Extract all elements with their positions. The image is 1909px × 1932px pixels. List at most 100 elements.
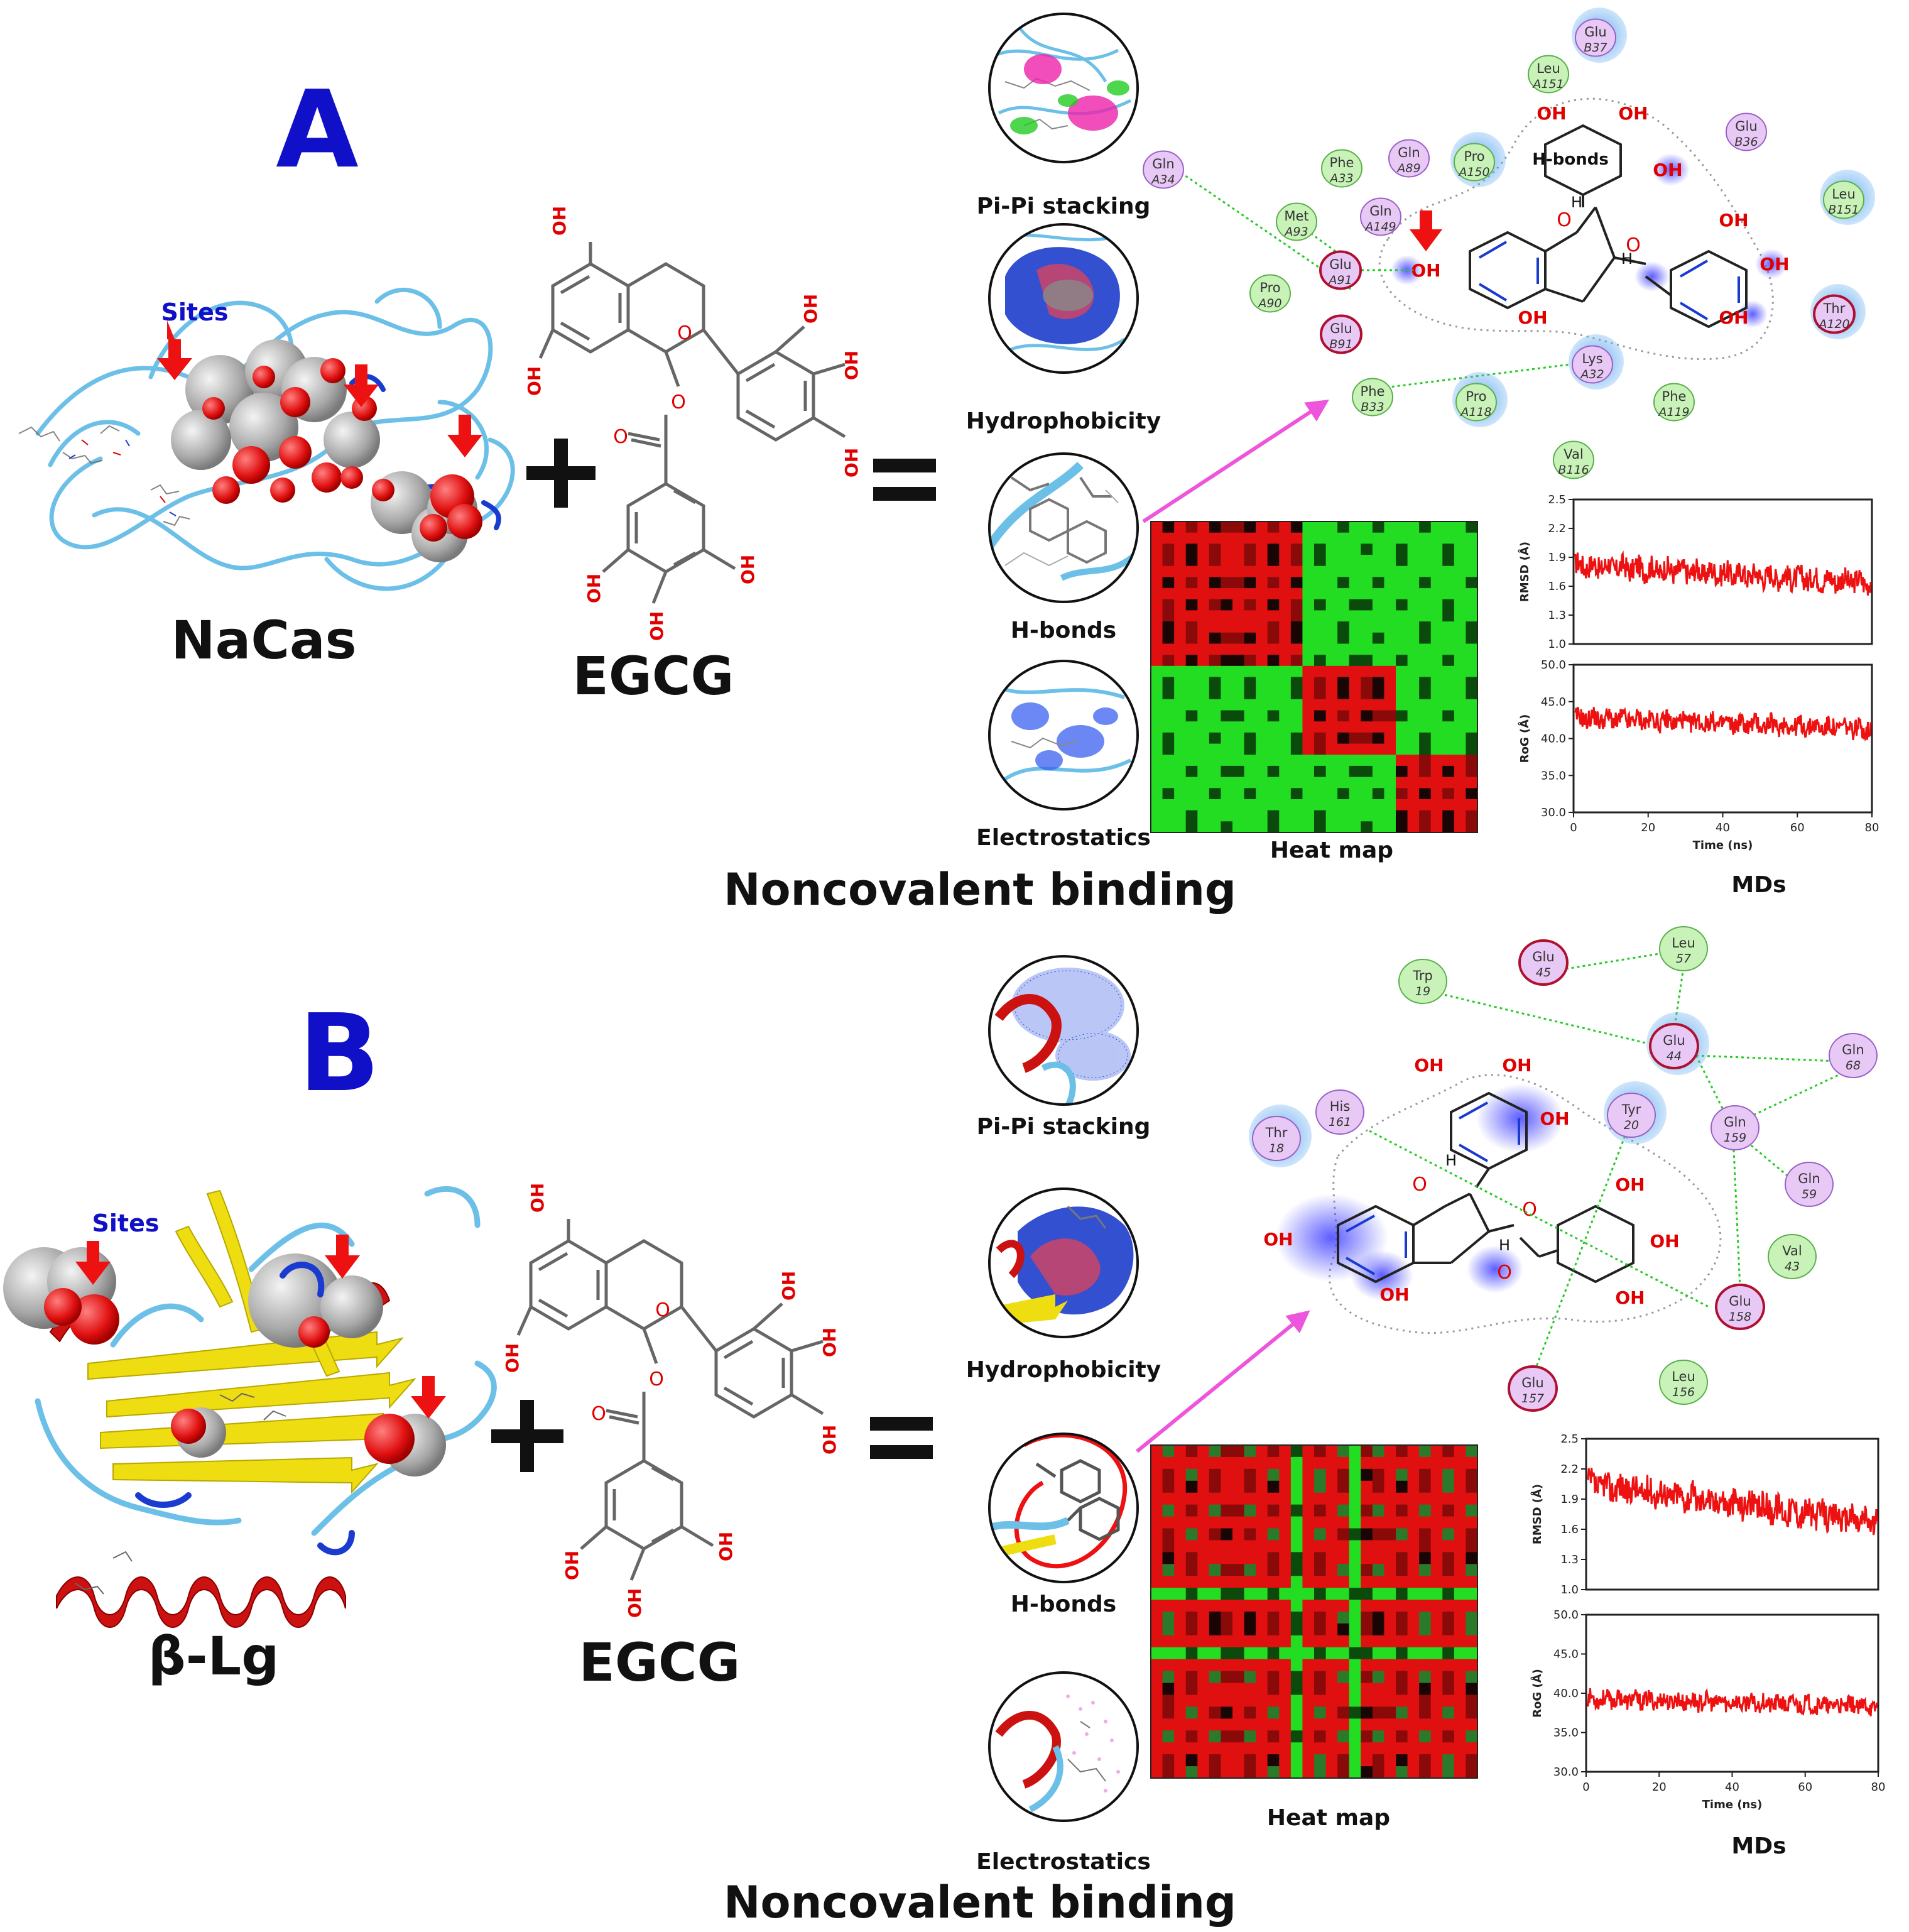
heatmap-label-b: Heat map <box>1267 1805 1390 1831</box>
residue-number: 57 <box>1676 952 1691 966</box>
y-tick-label: 50.0 <box>1553 1608 1579 1622</box>
residue-number: B33 <box>1361 400 1384 414</box>
residue-number: A93 <box>1283 225 1308 239</box>
panel-letter-a: A <box>276 68 359 192</box>
svg-text:OH: OH <box>1379 1284 1409 1305</box>
svg-text:OH: OH <box>715 1532 736 1561</box>
residue-name: Pro <box>1259 280 1280 295</box>
residue-name: Gln <box>1398 145 1420 160</box>
svg-text:H: H <box>1621 250 1633 268</box>
md-label-b: MDs <box>1731 1833 1786 1859</box>
sites-label-b: Sites <box>92 1209 160 1237</box>
residue-name: Val <box>1564 447 1583 462</box>
egcg-atoms-a: O O O OH OH OH OH OH OH OH OH <box>524 206 862 641</box>
noncovalent-title-a: Noncovalent binding <box>724 864 1236 915</box>
svg-text:OH: OH <box>841 351 862 380</box>
x-tick-label: 80 <box>1871 1781 1886 1794</box>
x-tick-label: 0 <box>1582 1781 1589 1794</box>
svg-text:OH: OH <box>1615 1174 1645 1195</box>
heatmap-a <box>1150 521 1478 833</box>
egcg-structure-b <box>516 1219 824 1581</box>
residue-name: Gln <box>1152 156 1174 172</box>
residue-name: Gln <box>1798 1171 1820 1186</box>
x-tick-label: 80 <box>1865 821 1879 834</box>
site-arrows-a <box>157 320 482 457</box>
svg-text:OH: OH <box>1615 1287 1645 1308</box>
residue-name: Glu <box>1663 1033 1685 1048</box>
y-tick-label: 2.5 <box>1548 493 1566 506</box>
residue-name: Glu <box>1329 257 1351 272</box>
interaction-label-pipi-b: Pi-Pi stacking <box>977 1114 1151 1140</box>
y-tick-label: 35.0 <box>1553 1727 1579 1740</box>
y-tick-label: 1.3 <box>1560 1553 1579 1566</box>
svg-text:OH: OH <box>502 1343 523 1373</box>
svg-text:OH: OH <box>1414 1055 1444 1076</box>
residue-name: Glu <box>1729 1294 1751 1309</box>
svg-text:OH: OH <box>819 1328 840 1357</box>
interaction-hydrophobicity-b <box>988 1187 1139 1338</box>
egcg-structure-a <box>538 242 846 604</box>
residue-number: 156 <box>1672 1385 1695 1399</box>
svg-text:OH: OH <box>1540 1108 1569 1129</box>
svg-text:O: O <box>1626 234 1641 256</box>
residue-number: A120 <box>1817 317 1849 331</box>
svg-text:O: O <box>1412 1174 1427 1196</box>
interaction-label-hydrophobicity-b: Hydrophobicity <box>966 1357 1161 1383</box>
noncovalent-title-b: Noncovalent binding <box>724 1877 1236 1928</box>
y-axis-label: RMSD (Å) <box>1517 542 1531 602</box>
protein-label-b: β-Lg <box>148 1625 280 1687</box>
interaction-label-electrostatics-b: Electrostatics <box>976 1849 1151 1875</box>
residue-number: 59 <box>1802 1187 1817 1201</box>
protein-label-a: NaCas <box>171 609 356 671</box>
y-tick-label: 50.0 <box>1541 658 1566 672</box>
residue-number: A119 <box>1657 405 1689 419</box>
svg-text:OH: OH <box>819 1425 840 1454</box>
plus-sign-a <box>526 439 596 508</box>
interaction-hbonds-a <box>988 452 1139 603</box>
md-trace <box>1574 550 1872 596</box>
y-tick-label: 1.0 <box>1560 1583 1579 1596</box>
panel-b: B <box>3 926 1886 1928</box>
y-tick-label: 40.0 <box>1553 1687 1579 1700</box>
residue-number: B151 <box>1828 203 1859 217</box>
x-tick-label: 0 <box>1570 821 1577 834</box>
link-arrow-a <box>1142 400 1330 523</box>
residue-number: A89 <box>1396 161 1420 175</box>
residue-number: 161 <box>1329 1115 1351 1129</box>
md-trace <box>1586 1688 1878 1716</box>
egcg-atoms-b: O O O OH OH OH OH OH OH OH OH <box>502 1183 840 1618</box>
residue-name: Lys <box>1582 351 1602 366</box>
svg-text:O: O <box>613 426 628 448</box>
y-tick-label: 30.0 <box>1541 806 1566 819</box>
svg-text:O: O <box>649 1368 664 1390</box>
residue-number: 44 <box>1667 1049 1682 1063</box>
x-tick-label: 40 <box>1716 821 1730 834</box>
residue-name: Val <box>1782 1243 1802 1258</box>
interaction-label-electrostatics-a: Electrostatics <box>976 825 1151 851</box>
residue-number: B91 <box>1329 337 1352 351</box>
residue-name: Met <box>1284 209 1308 224</box>
residue-name: Glu <box>1735 119 1757 134</box>
residue-name: Gln <box>1724 1115 1746 1130</box>
heatmap-b <box>1150 1444 1478 1779</box>
residue-number: 18 <box>1269 1142 1284 1155</box>
ligand-label-b: EGCG <box>579 1632 741 1693</box>
